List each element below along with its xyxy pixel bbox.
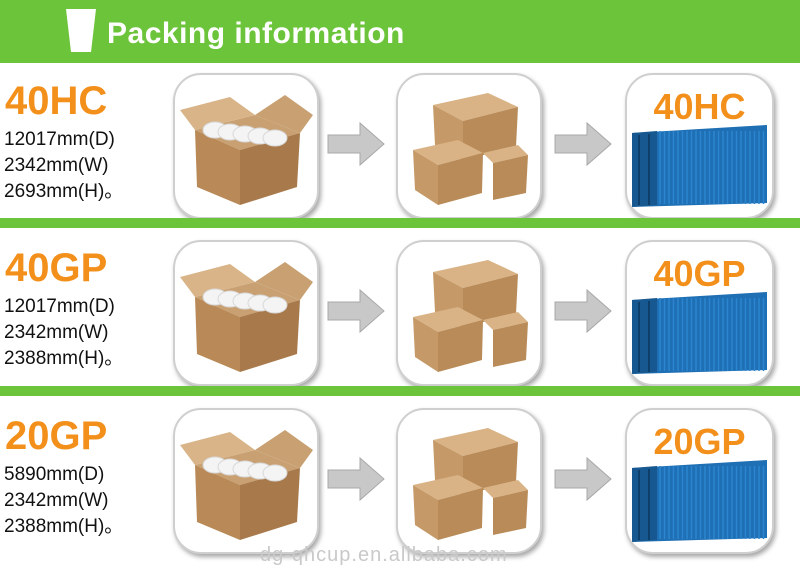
dimensions: 12017mm(D) 2342mm(W) 2388mm(H)。 (4, 294, 123, 372)
cup-icon (66, 9, 96, 52)
dimension-height: 2388mm(H)。 (4, 348, 124, 369)
dimension-width: 2342mm(W) (4, 322, 109, 343)
watermark: dg-qhcup.en.alibaba.com (260, 544, 508, 566)
open-box-drawing (180, 95, 313, 205)
shipping-container-image: 20GP (625, 408, 774, 554)
dimensions: 5890mm(D) 2342mm(W) 2388mm(H)。 (4, 462, 123, 540)
shipping-container-image: 40HC (625, 73, 774, 219)
container-drawing (632, 292, 767, 374)
header-bar: Packing information (0, 0, 800, 63)
dimension-height: 2388mm(H)。 (4, 516, 124, 537)
sealed-boxes-image (396, 240, 542, 386)
shipping-container-image: 40GP (625, 240, 774, 386)
dimension-depth: 5890mm(D) (4, 464, 105, 485)
dimension-depth: 12017mm(D) (4, 129, 115, 150)
container-image-label: 40HC (653, 86, 746, 127)
arrow-right-icon (327, 121, 385, 167)
arrow-right-icon (554, 121, 612, 167)
arrow-right-icon (327, 288, 385, 334)
container-type-label: 40GP (5, 246, 108, 290)
arrow-right-icon (554, 456, 612, 502)
arrow-right-icon (554, 288, 612, 334)
packing-row-20gp: 20GP 5890mm(D) 2342mm(W) 2388mm(H)。 20GP (0, 400, 800, 565)
dimension-width: 2342mm(W) (4, 155, 109, 176)
packing-row-40hc: 40HC 12017mm(D) 2342mm(W) 2693mm(H)。 40H… (0, 65, 800, 230)
open-box-image (173, 408, 319, 554)
open-box-drawing (180, 262, 313, 372)
container-image-label: 20GP (653, 421, 746, 462)
sealed-boxes-drawing (413, 428, 528, 540)
container-image-label: 40GP (653, 253, 746, 294)
page-title: Packing information (107, 17, 405, 50)
dimension-depth: 12017mm(D) (4, 296, 115, 317)
packing-row-40gp: 40GP 12017mm(D) 2342mm(W) 2388mm(H)。 40G… (0, 232, 800, 397)
arrow-right-icon (327, 456, 385, 502)
dimensions: 12017mm(D) 2342mm(W) 2693mm(H)。 (4, 127, 123, 205)
open-box-image (173, 240, 319, 386)
sealed-boxes-image (396, 73, 542, 219)
divider (0, 386, 800, 396)
sealed-boxes-drawing (413, 93, 528, 205)
sealed-boxes-drawing (413, 260, 528, 372)
container-drawing (632, 460, 767, 542)
divider (0, 218, 800, 228)
container-drawing (632, 125, 767, 207)
dimension-width: 2342mm(W) (4, 490, 109, 511)
container-type-label: 40HC (5, 79, 108, 123)
open-box-image (173, 73, 319, 219)
open-box-drawing (180, 430, 313, 540)
sealed-boxes-image (396, 408, 542, 554)
container-type-label: 20GP (5, 414, 108, 458)
dimension-height: 2693mm(H)。 (4, 181, 124, 202)
